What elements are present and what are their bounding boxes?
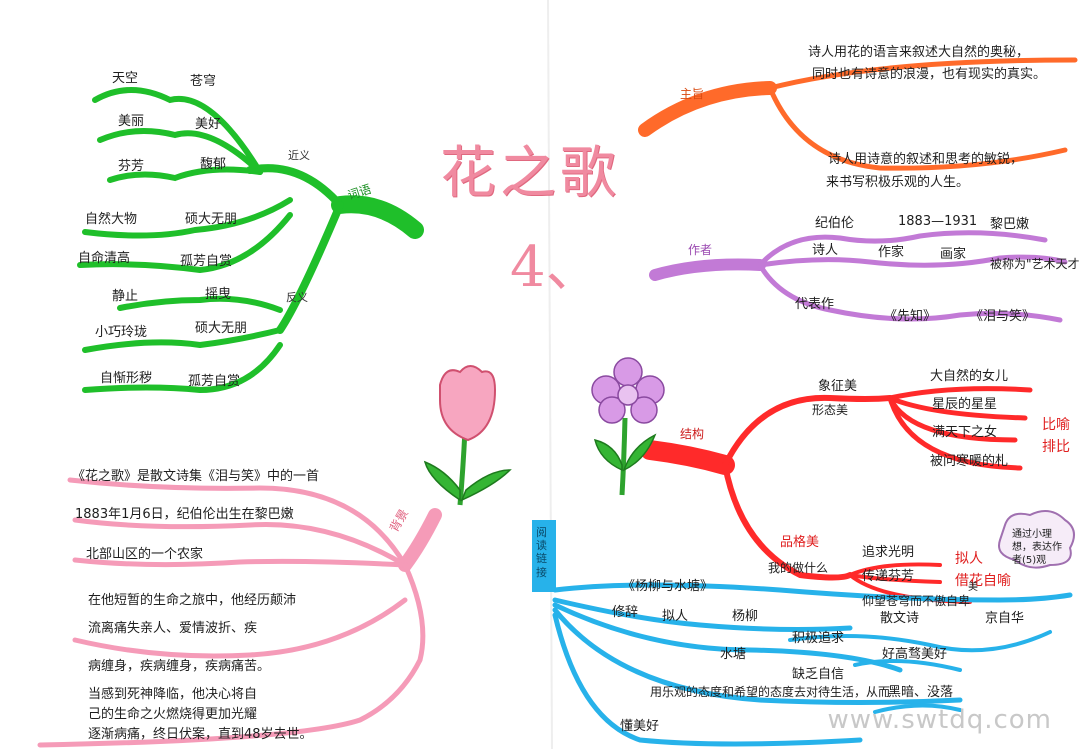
author-role-2: 作家 — [878, 245, 905, 260]
blue-branch — [532, 520, 1073, 747]
appearance-sub: 形态美 — [812, 403, 849, 417]
red-branch-stem — [640, 440, 735, 475]
reading-item-5: 缺乏自信 — [792, 667, 845, 682]
green-word-2b: 美好 — [195, 117, 222, 132]
theme-line-2: 同时也有诗意的浪漫，也有现实的真实。 — [812, 67, 1047, 82]
bg-line-8: 己的生命之火燃烧得更加光耀 — [88, 707, 258, 722]
blue-branch-box — [532, 520, 556, 592]
page-title: 花之歌 — [440, 141, 620, 206]
theme-line-3: 诗人用诗意的叙述和思考的敏锐， — [828, 152, 1024, 167]
green-word-4b: 硕大无朋 — [185, 212, 238, 227]
appearance-item-4: 被问寒暖的札 — [930, 454, 1009, 469]
green-word-1b: 苍穹 — [190, 74, 217, 89]
bg-line-6: 病缠身，疾病缠身，疾病痛苦。 — [88, 659, 271, 674]
appearance-item-3: 满天下之女 — [932, 425, 998, 440]
rhetoric-parallelism: 排比 — [1042, 439, 1070, 455]
personify-label: 拟人 — [955, 551, 983, 567]
purple-branch — [649, 230, 1068, 323]
green-word-8a: 自惭形秽 — [100, 371, 153, 386]
red-extra-note: 美 — [968, 582, 978, 593]
reading-item-2: 拟人 — [662, 609, 689, 624]
character-label: 品格美 — [780, 535, 820, 550]
purple-branch-stem — [649, 258, 766, 281]
reading-line: 用乐观的态度和希望的态度去对待生活，从而 — [650, 685, 891, 699]
green-word-5a: 自命清高 — [78, 251, 131, 266]
watermark: www.swtdq.com — [827, 705, 1052, 735]
personify-note: 借花自喻 — [955, 573, 1011, 589]
reading-item-4: 水塘 — [720, 647, 747, 662]
green-word-8b: 孤芳自赏 — [188, 374, 241, 389]
green-word-2a: 美丽 — [118, 114, 145, 129]
theme-line-4: 来书写积极乐观的人生。 — [826, 175, 970, 190]
reading-item-6: 积极追求 — [792, 631, 845, 646]
green-word-6a: 静止 — [112, 289, 139, 304]
pink-branch-stem — [398, 508, 442, 572]
red-branch-label: 结构 — [680, 427, 705, 441]
bg-line-3: 北部山区的一个农家 — [86, 547, 204, 562]
appearance-item-2: 星辰的星星 — [932, 397, 998, 412]
green-word-7a: 小巧玲珑 — [95, 325, 148, 340]
reading-poem: 《杨柳与水塘》 — [622, 579, 714, 594]
green-word-4a: 自然大物 — [85, 212, 138, 227]
synonym-label: 近义 — [288, 149, 310, 162]
purple-branch-label: 作者 — [688, 243, 713, 257]
bg-line-1: 《花之歌》是散文诗集《泪与笑》中的一首 — [72, 469, 320, 484]
cloud-note-shape — [998, 510, 1075, 569]
blue-branch-label: 阅读链接 — [536, 526, 547, 579]
author-name: 纪伯伦 — [815, 216, 855, 231]
author-role-1: 诗人 — [812, 243, 839, 258]
purple-flower-illustration — [591, 357, 665, 496]
character-item-1: 追求光明 — [862, 545, 915, 560]
orange-branch-label: 主旨 — [680, 87, 705, 101]
author-country: 黎巴嫩 — [990, 217, 1030, 232]
bg-line-9: 逐渐病痛，终日伏案，直到48岁去世。 — [88, 727, 313, 742]
appearance-item-1: 大自然的女儿 — [930, 369, 1009, 384]
appearance-label: 象征美 — [818, 379, 858, 394]
reading-item-3: 杨柳 — [732, 609, 759, 624]
bg-line-5: 流离痛失亲人、爱情波折、疾 — [88, 621, 258, 636]
orange-branch-stem — [638, 81, 777, 137]
work-2: 《泪与笑》 — [970, 309, 1036, 324]
red-extra-a: 散文诗 — [880, 611, 920, 626]
bg-line-2: 1883年1月6日，纪伯伦出生在黎巴嫩 — [75, 507, 294, 522]
red-extra-b: 京自华 — [985, 611, 1025, 626]
green-word-6b: 摇曳 — [205, 287, 232, 302]
green-word-3a: 芬芳 — [118, 159, 145, 174]
green-branch-stem — [331, 195, 424, 239]
pink-branch — [37, 477, 442, 748]
reading-item-1: 修辞 — [612, 605, 639, 620]
green-word-3b: 馥郁 — [200, 157, 227, 172]
theme-line-1: 诗人用花的语言来叙述大自然的奥秘， — [808, 45, 1030, 60]
rhetoric-metaphor: 比喻 — [1042, 417, 1070, 433]
tulip-illustration — [423, 365, 512, 506]
green-word-7b: 硕大无朋 — [195, 321, 248, 336]
author-years: 1883—1931 — [898, 214, 978, 229]
author-honor: 被称为"艺术天才" — [990, 257, 1080, 271]
reading-item-8: 黑暗、没落 — [888, 685, 954, 700]
character-item-3: 仰望苍穹而不傲自卑 — [862, 594, 971, 608]
character-item-2: 传递芬芳 — [862, 569, 915, 584]
works-label: 代表作 — [795, 297, 835, 312]
lesson-number: 4、 — [510, 235, 602, 300]
page-fold-line — [547, 0, 553, 749]
bg-line-7: 当感到死神降临，他决心将自 — [88, 687, 258, 702]
reading-item-7: 好高骛美好 — [882, 647, 948, 662]
work-1: 《先知》 — [884, 309, 937, 324]
cloud-note: 通过小理想，表达作者(5)观 — [1012, 529, 1062, 566]
green-branch — [77, 87, 424, 394]
red-branch — [640, 386, 1033, 604]
character-sub: 我的做什么 — [768, 561, 829, 575]
reading-item-9: 懂美好 — [620, 719, 660, 734]
author-role-3: 画家 — [940, 247, 967, 262]
green-word-5b: 孤芳自赏 — [180, 254, 233, 269]
orange-branch — [638, 57, 1078, 171]
bg-line-4: 在他短暂的生命之旅中，他经历颠沛 — [88, 593, 297, 608]
antonym-label: 反义 — [286, 291, 308, 304]
green-word-1a: 天空 — [112, 71, 139, 86]
